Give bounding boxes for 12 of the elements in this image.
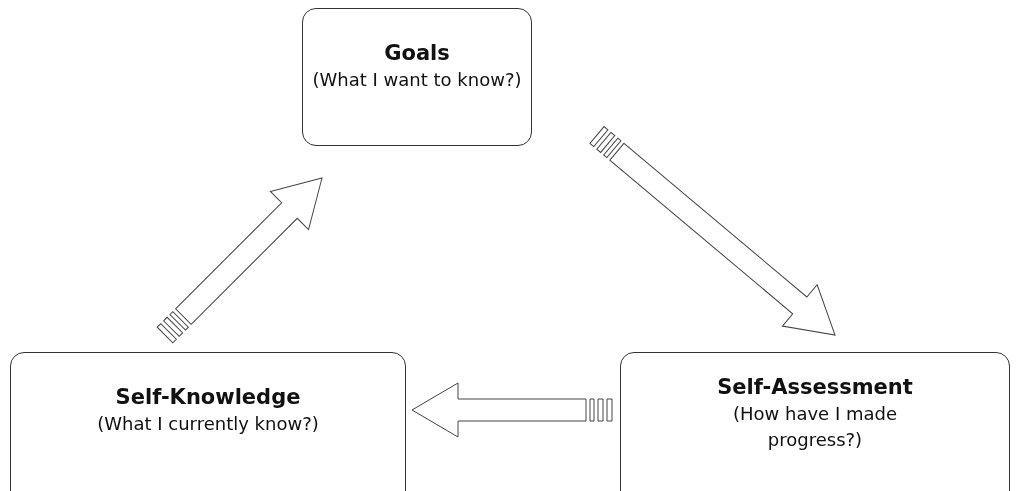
box-heading: Goals bbox=[384, 40, 450, 67]
box-text: (How have I made progress?) bbox=[732, 402, 898, 452]
box-heading: Self-Assessment bbox=[717, 374, 913, 401]
box-text: (What I want to know?) bbox=[312, 68, 522, 92]
process-box bbox=[10, 352, 406, 491]
box-heading: Self-Knowledge bbox=[115, 384, 301, 411]
block-arrow bbox=[411, 382, 587, 438]
process-box bbox=[620, 352, 1010, 491]
box-text: (What I currently know?) bbox=[97, 412, 319, 436]
process-box bbox=[302, 8, 532, 146]
block-arrow bbox=[175, 177, 323, 325]
block-arrow bbox=[609, 142, 836, 336]
